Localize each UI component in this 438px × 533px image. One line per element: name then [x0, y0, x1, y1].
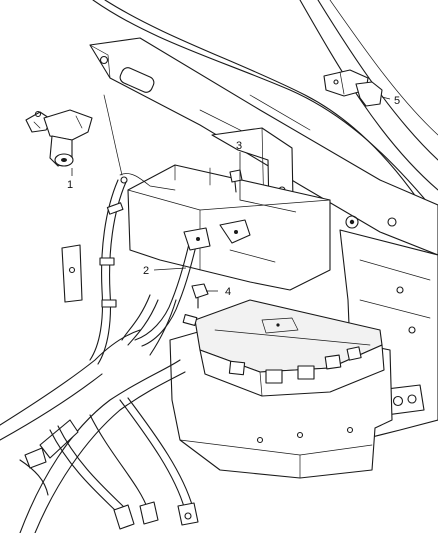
part-1-sensor: [25, 109, 93, 167]
lower-frame: [0, 244, 186, 533]
callout-5: 5: [394, 95, 400, 107]
part-4-nut: [191, 283, 209, 309]
part-3-bolt: [229, 169, 243, 193]
callout-1: 1: [67, 179, 73, 191]
part-5-bracket: [323, 69, 383, 107]
leader-lines: [71, 96, 391, 292]
callout-3: 3: [236, 140, 242, 152]
battery: [127, 164, 331, 291]
positive-cable: [134, 227, 211, 347]
wiring-harness: [89, 173, 198, 365]
callout-4: 4: [225, 286, 231, 298]
callout-2: 2: [143, 265, 149, 277]
lower-cables: [19, 397, 199, 530]
fuse-box: [194, 299, 385, 397]
fender-panel: [92, 0, 438, 231]
upper-left-wire: [103, 94, 128, 184]
